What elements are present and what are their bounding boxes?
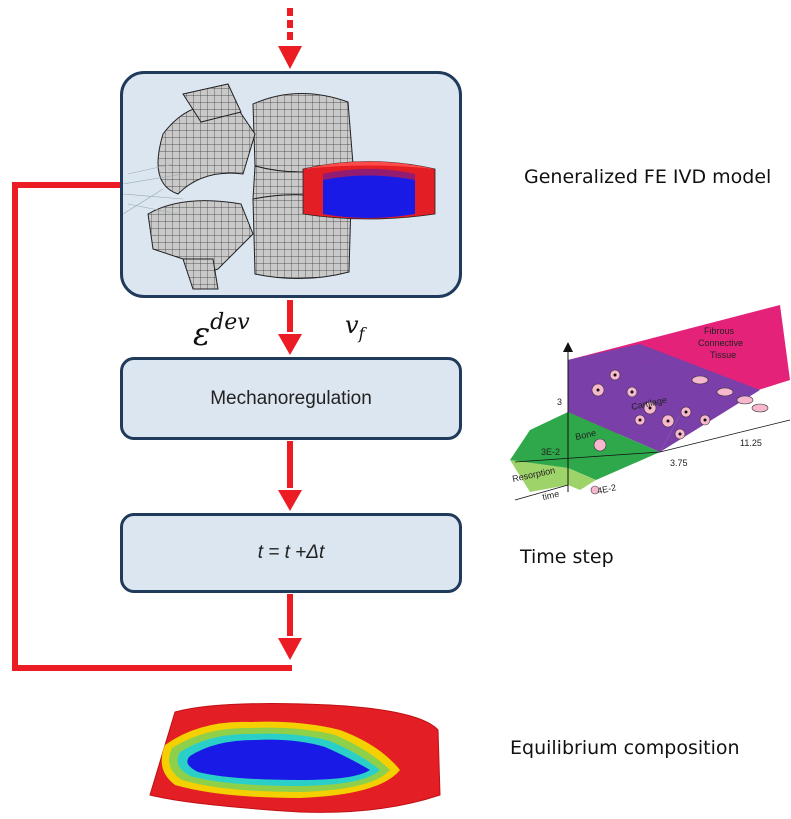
vertebra-mesh-illustration [123,83,436,290]
equilibrium-label: Equilibrium composition [510,737,740,759]
mechanoregulation-box: Mechanoregulation [120,357,462,440]
mechanoregulation-label: Mechanoregulation [210,387,372,409]
strain-base: ε [193,315,211,353]
volume-subscript: f [358,323,365,343]
feedback-loop-line [12,182,292,671]
model-label: Generalized FE IVD model [524,166,772,188]
strain-symbol: εdev [193,310,250,353]
strain-superscript: dev [210,310,250,335]
volume-fraction-symbol: vf [345,311,364,343]
time-update-box: t = t +Δt [120,513,462,593]
time-step-label: Time step [520,546,614,568]
fe-model-box [120,71,462,298]
incoming-arrow-head [278,46,302,69]
volume-base: v [345,311,359,339]
time-update-label: t = t +Δt [257,542,325,563]
